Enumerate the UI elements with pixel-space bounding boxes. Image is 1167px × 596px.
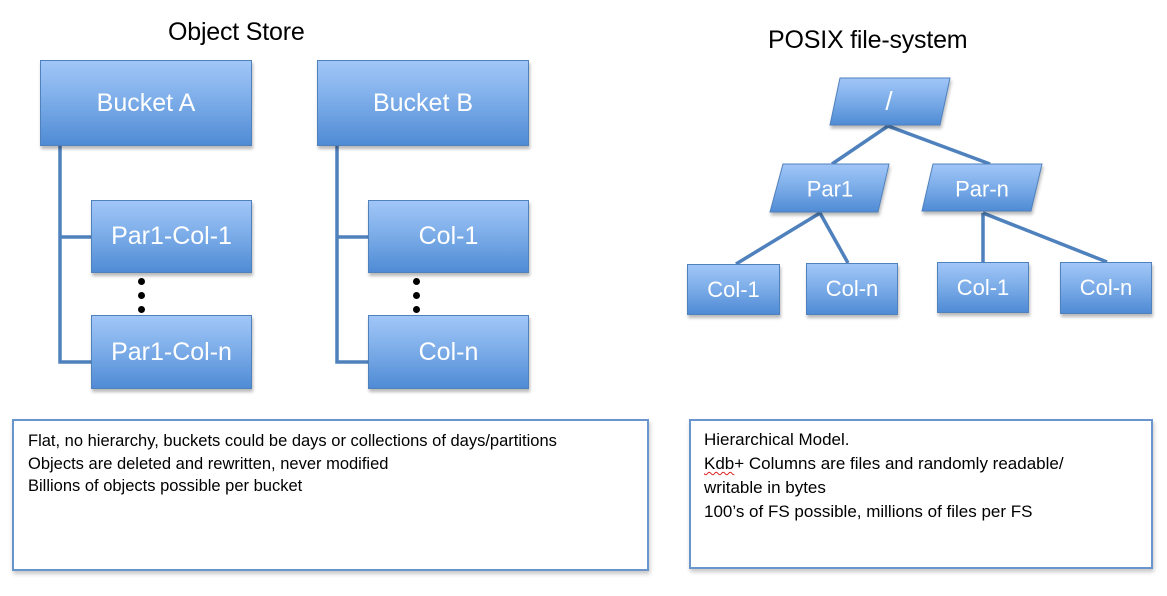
bucket-b-object-node: Col-1 [368,200,529,273]
dot [138,306,145,313]
bucket-a-node: Bucket A [40,60,252,146]
note-line: writable in bytes [704,478,826,497]
parn-label: Par-n [955,177,1009,202]
object-store-title: Object Store [168,18,305,46]
dot [413,306,420,313]
connector-root-parn [887,124,991,166]
par1-column-node: Col-n [806,263,898,315]
bucket-b-object-node: Col-n [368,315,529,389]
root-parallelogram [829,77,951,126]
connector-par1-col1 [735,211,821,266]
connector-bucket-a [58,146,92,364]
bucket-a-object-node: Par1-Col-n [91,315,252,389]
dot [138,278,145,285]
column-label: Col-n [825,276,879,301]
note-line: Billions of objects possible per bucket [28,477,303,495]
posix-root-node: / [829,77,951,126]
note-line: Objects are deleted and rewritten, never… [28,454,389,473]
bucket-b-label: Bucket B [372,88,474,117]
object-label: Col-1 [418,222,479,250]
dot [413,278,420,285]
note-line-rest: + Columns are files and randomly readabl… [734,454,1064,473]
bucket-a-label: Bucket A [96,88,196,117]
object-label: Col-n [418,337,479,366]
bucket-b-node: Bucket B [317,60,529,146]
note-line: Kdb+ Columns are files and randomly read… [704,452,1151,476]
bucket-a-object-node: Par1-Col-1 [91,200,252,273]
posix-partition-node: Par-n [921,163,1043,212]
object-store-notes-box: Flat, no hierarchy, buckets could be day… [12,419,649,571]
par1-label: Par1 [807,177,853,202]
posix-notes-box: Hierarchical Model. Kdb+ Columns are fil… [689,419,1153,569]
connector-bucket-b [335,146,369,364]
connector-par1-coln [818,212,850,264]
connector-root-par1 [831,124,889,166]
connectors [58,124,1108,364]
dot [138,292,145,299]
column-label: Col-n [1079,275,1133,300]
object-label: Par1-Col-1 [111,222,232,250]
posix-title: POSIX file-system [768,26,968,54]
parn-column-node: Col-1 [937,262,1029,313]
root-label: / [885,86,893,116]
connector-parn-coln [982,211,1108,264]
parn-parallelogram [921,163,1043,212]
parn-column-node: Col-n [1060,262,1152,314]
column-label: Col-1 [707,276,760,302]
note-line: Hierarchical Model. [704,430,850,449]
object-label: Par1-Col-n [111,337,232,366]
posix-partition-node: Par1 [769,163,890,213]
spellcheck-flagged-word: Kdb [704,454,735,473]
column-label: Col-1 [956,274,1010,300]
par1-column-node: Col-1 [687,264,780,315]
dot [413,292,420,299]
par1-parallelogram [769,163,890,213]
note-line: Flat, no hierarchy, buckets could be day… [28,432,557,450]
note-line: 100’s of FS possible, millions of files … [704,502,1033,521]
